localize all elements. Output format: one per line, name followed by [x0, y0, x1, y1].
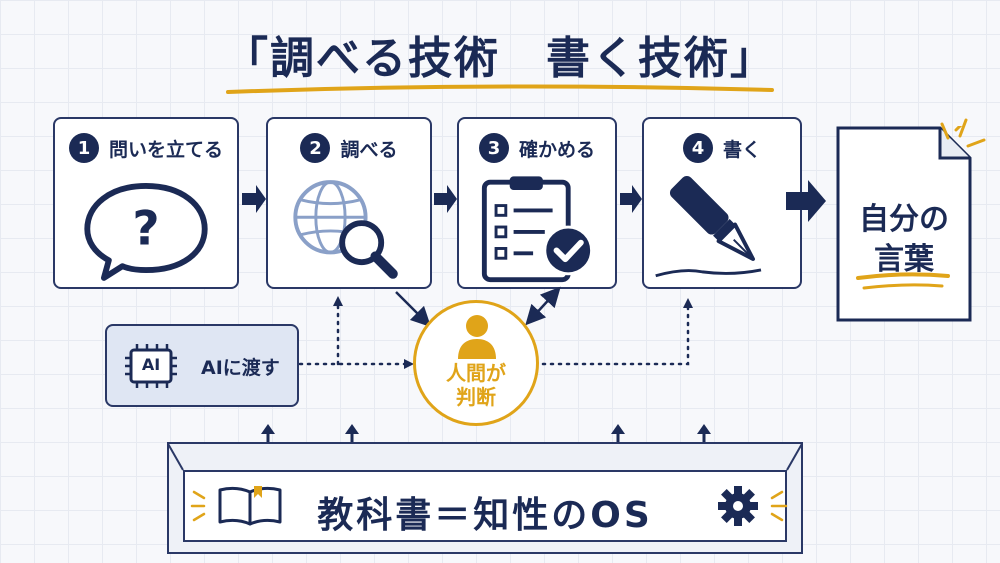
step-arrow: [242, 180, 826, 222]
step-label: 確かめる: [518, 138, 595, 161]
step-number: 4: [682, 133, 713, 163]
sparkle-icon: [940, 118, 986, 148]
globe-magnifier-icon: [293, 180, 398, 279]
foundation-panel: 教科書＝知性のOS: [183, 470, 787, 542]
step-research: 2 調べる: [266, 117, 432, 289]
step-number: 2: [300, 133, 331, 163]
step-number: 3: [478, 133, 509, 163]
clipboard-check-icon: [481, 176, 594, 283]
judge-line-1: 人間が: [446, 361, 506, 385]
ai-chip-text: AI: [141, 355, 161, 374]
foundation-bevel: [167, 442, 803, 471]
ai-chip-icon: [125, 344, 177, 388]
step-verify: 3 確かめる: [457, 117, 617, 289]
ai-handoff-label: AIに渡す: [201, 357, 280, 379]
person-icon: [458, 315, 496, 359]
step-ask-question: 1 問いを立てる ?: [53, 117, 239, 289]
result-document: 自分の 言葉: [836, 126, 972, 322]
step-number: 1: [68, 133, 99, 163]
question-bubble-icon: ?: [84, 182, 208, 281]
judge-line-2: 判断: [456, 385, 496, 409]
human-judgement-circle: 人間が 判断: [413, 300, 539, 426]
gear-icon: [718, 486, 788, 526]
diagram-title: 「調べる技術 書く技術」: [224, 33, 776, 84]
result-line-1: 自分の: [859, 202, 949, 237]
step-label: 問いを立てる: [108, 138, 223, 161]
svg-text:?: ?: [132, 202, 159, 257]
foundation-text: 教科書＝知性のOS: [317, 495, 653, 536]
step-label: 調べる: [340, 138, 398, 161]
open-book-icon: [190, 486, 282, 526]
document-icon: [836, 126, 972, 322]
step-write: 4 書く: [642, 117, 802, 289]
ai-handoff-box: AI AIに渡す: [105, 324, 299, 407]
step-label: 書く: [722, 138, 761, 161]
result-line-2: 言葉: [874, 242, 934, 277]
fountain-pen-icon: [655, 175, 762, 278]
